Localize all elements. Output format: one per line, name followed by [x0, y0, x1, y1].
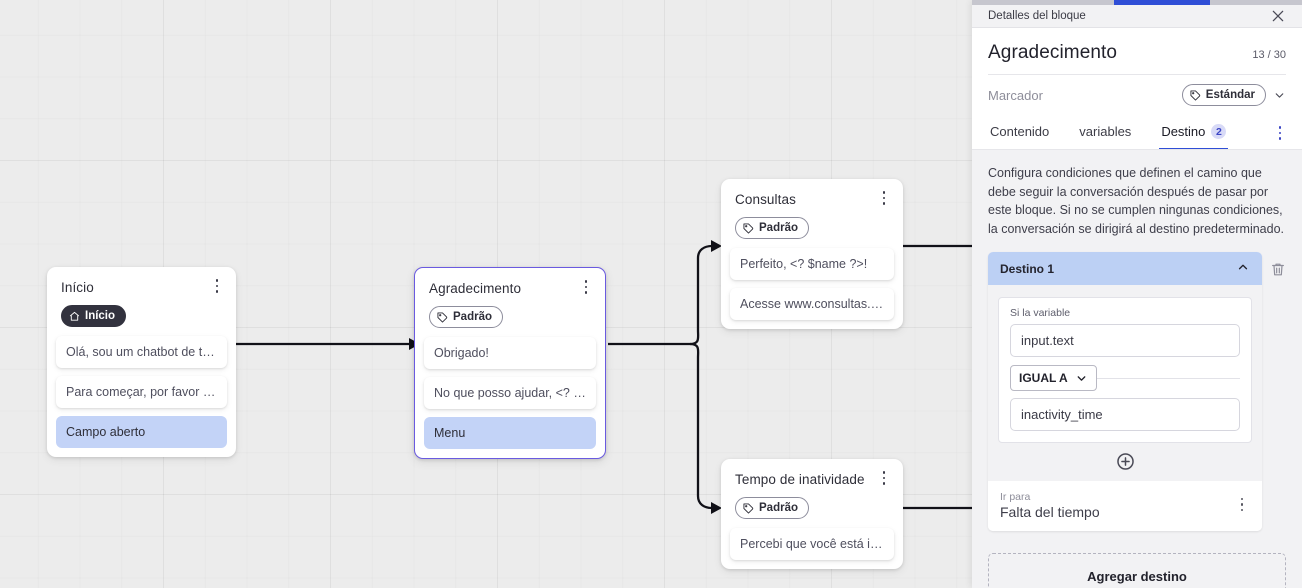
node-message-highlighted[interactable]: Menu [424, 417, 596, 449]
panel-scroll-thumb[interactable] [1114, 0, 1210, 5]
node-header: Tempo de inatividade Padrão [721, 459, 903, 528]
tab-label: variables [1079, 124, 1132, 139]
block-details-panel: Detalles del bloque Agradecimento 13 / 3… [972, 0, 1302, 588]
tab-variables[interactable]: variables [1077, 118, 1133, 150]
node-tag-badge: Padrão [735, 497, 809, 519]
node-tag-badge: Padrão [735, 217, 809, 239]
panel-scroll-strip[interactable] [972, 0, 1302, 5]
node-message-highlighted[interactable]: Campo aberto [56, 416, 227, 448]
node-message[interactable]: Percebi que você está inativo. C... [730, 528, 894, 560]
tab-label: Contenido [990, 124, 1050, 139]
tab-destino[interactable]: Destino 2 [1159, 118, 1229, 150]
node-message[interactable]: No que posso ajudar, <? $name ... [424, 377, 596, 409]
node-tag-badge: Início [61, 305, 127, 327]
node-header: Agradecimento Padrão [415, 268, 605, 337]
flow-node-tempo-de-inatividade[interactable]: Tempo de inatividade Padrão Percebi que … [721, 459, 903, 569]
node-tag-label: Padrão [453, 311, 492, 323]
tab-label: Destino [1161, 124, 1206, 139]
destination-description: Configura condiciones que definen el cam… [988, 166, 1284, 236]
node-tag-label: Padrão [759, 222, 798, 234]
compare-value-input[interactable] [1010, 398, 1240, 431]
marker-tag-badge[interactable]: Estándar [1181, 84, 1266, 106]
chevron-down-icon[interactable] [1273, 89, 1286, 102]
close-icon[interactable] [1270, 8, 1286, 24]
marker-tag-label: Estándar [1205, 89, 1255, 101]
node-messages: Perfeito, <? $name ?>! Acesse www.consul… [721, 248, 903, 329]
marker-control[interactable]: Estándar [1181, 84, 1286, 106]
node-messages: Obrigado! No que posso ajudar, <? $name … [415, 337, 605, 458]
condition-label: Si la variable [1010, 307, 1071, 319]
destination-body: Si la variable IGUAL A [988, 285, 1262, 481]
node-menu-icon[interactable] [876, 471, 892, 489]
marker-label: Marcador [988, 87, 1043, 103]
operator-select[interactable]: IGUAL A [1010, 365, 1097, 391]
tab-contenido[interactable]: Contenido [988, 118, 1051, 150]
tag-icon [743, 222, 754, 234]
node-menu-icon[interactable] [578, 280, 594, 298]
tag-icon [743, 502, 754, 514]
destination-block: Destino 1 Si la variable [988, 252, 1286, 531]
destination-header-label: Destino 1 [1000, 261, 1055, 276]
node-message[interactable]: Olá, sou um chatbot de teste! [56, 336, 227, 368]
chevron-down-icon [1077, 375, 1086, 381]
flow-node-inicio[interactable]: Início Início Olá, sou um chatbot de tes… [47, 267, 236, 457]
node-title: Consultas [735, 192, 796, 207]
condition-box: Si la variable IGUAL A [998, 297, 1252, 443]
trash-icon[interactable] [1270, 261, 1286, 283]
goto-text: Ir para Falta del tiempo [1000, 491, 1100, 520]
page-title: Agradecimento [988, 42, 1118, 63]
node-header: Consultas Padrão [721, 179, 903, 248]
flow-canvas[interactable]: Início Início Olá, sou um chatbot de tes… [0, 0, 972, 588]
kebab-menu-icon[interactable] [1234, 497, 1250, 514]
node-messages: Olá, sou um chatbot de teste! Para começ… [47, 336, 236, 457]
marker-row: Marcador Estándar [988, 75, 1286, 115]
node-title: Tempo de inatividade [735, 472, 865, 487]
tag-icon [1190, 89, 1200, 101]
plus-circle-icon[interactable] [1116, 452, 1135, 471]
flow-node-agradecimento[interactable]: Agradecimento Padrão Obrigado! No que po… [414, 267, 606, 459]
panel-top-section: Agradecimento 13 / 30 Marcador Estándar [972, 28, 1302, 150]
add-destination-button[interactable]: Agregar destino [988, 553, 1286, 588]
goto-label: Ir para [1000, 491, 1031, 503]
char-counter: 13 / 30 [1252, 49, 1286, 61]
node-tag-label: Início [85, 310, 116, 322]
node-title: Início [61, 280, 94, 295]
node-message[interactable]: Perfeito, <? $name ?>! [730, 248, 894, 280]
destination-header[interactable]: Destino 1 [988, 252, 1262, 285]
panel-tabs: Contenido variables Destino 2 [972, 115, 1302, 150]
operator-divider [1010, 378, 1240, 379]
flow-node-consultas[interactable]: Consultas Padrão Perfeito, <? $name ?>! … [721, 179, 903, 329]
node-messages: Percebi que você está inativo. C... [721, 528, 903, 569]
variable-input[interactable] [1010, 324, 1240, 357]
node-menu-icon[interactable] [209, 279, 225, 297]
tab-badge: 2 [1211, 124, 1227, 139]
block-title-row: Agradecimento 13 / 30 [988, 28, 1286, 75]
goto-destination-row[interactable]: Ir para Falta del tiempo [988, 481, 1262, 531]
destination-card: Destino 1 Si la variable [988, 252, 1262, 531]
node-tag-badge: Padrão [429, 306, 503, 328]
node-message[interactable]: Para começar, por favor digite o ... [56, 376, 227, 408]
node-header: Início Início [47, 267, 236, 336]
node-message[interactable]: Obrigado! [424, 337, 596, 369]
node-message[interactable]: Acesse www.consultas.com par... [730, 288, 894, 320]
tag-icon [437, 311, 448, 323]
operator-row: IGUAL A [1010, 362, 1240, 394]
node-menu-icon[interactable] [876, 191, 892, 209]
chevron-up-icon[interactable] [1236, 260, 1250, 277]
home-icon [69, 311, 80, 321]
kebab-menu-icon[interactable] [1272, 126, 1288, 142]
node-title: Agradecimento [429, 281, 522, 296]
goto-value: Falta del tiempo [1000, 504, 1100, 520]
panel-body: Configura condiciones que definen el cam… [972, 150, 1302, 588]
operator-label: IGUAL A [1019, 371, 1068, 385]
node-tag-label: Padrão [759, 502, 798, 514]
tabs-divider [972, 149, 1302, 150]
panel-header-title: Detalles del bloque [988, 10, 1086, 22]
